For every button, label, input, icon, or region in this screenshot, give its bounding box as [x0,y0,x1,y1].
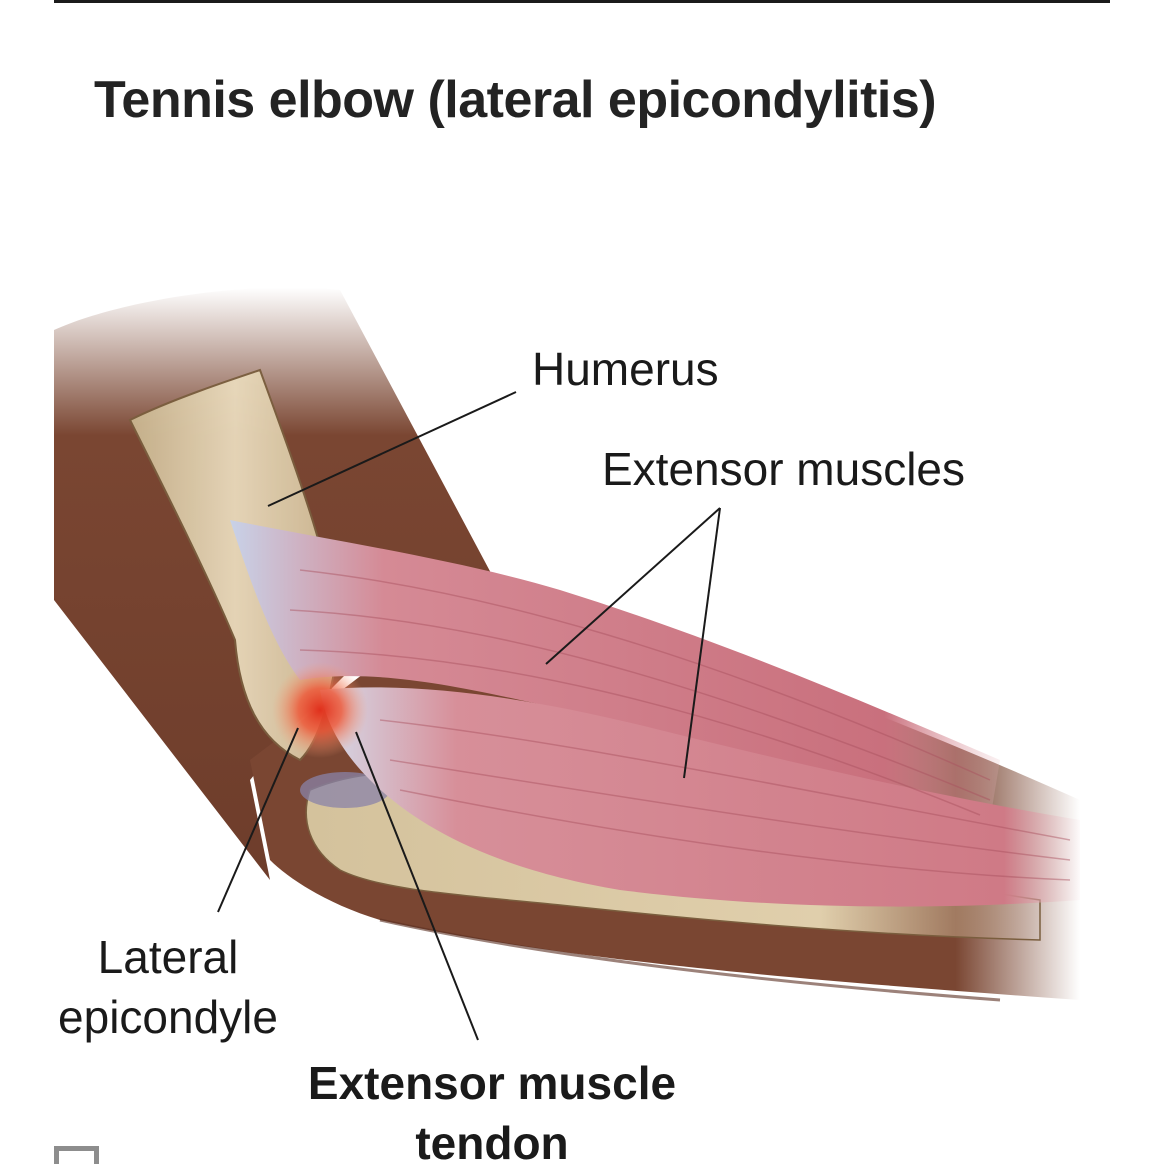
label-extensor-muscle-tendon: Extensor muscle tendon [300,1054,684,1174]
extensor-muscle-upper [230,520,1000,820]
label-lateral-epicondyle-line1: Lateral [97,931,239,983]
label-humerus: Humerus [532,343,719,395]
label-extensor-muscles: Extensor muscles [602,443,966,495]
label-lateral-epicondyle-line2: epicondyle [58,990,278,1043]
label-tendon-line2: tendon [415,1116,569,1169]
extensor-muscle-lower [320,687,1080,907]
page-title: Tennis elbow (lateral epicondylitis) [94,71,937,129]
muscle-fibers [289,569,1071,881]
label-tendon-line1: Extensor muscle [307,1057,677,1109]
top-divider [54,0,1110,3]
leader-lines [217,391,721,1041]
label-lateral-epicondyle: Lateral epicondyle [54,928,282,1048]
expand-icon[interactable] [54,1146,99,1164]
inflammation-spot [272,662,368,758]
joint-cartilage [300,772,390,808]
